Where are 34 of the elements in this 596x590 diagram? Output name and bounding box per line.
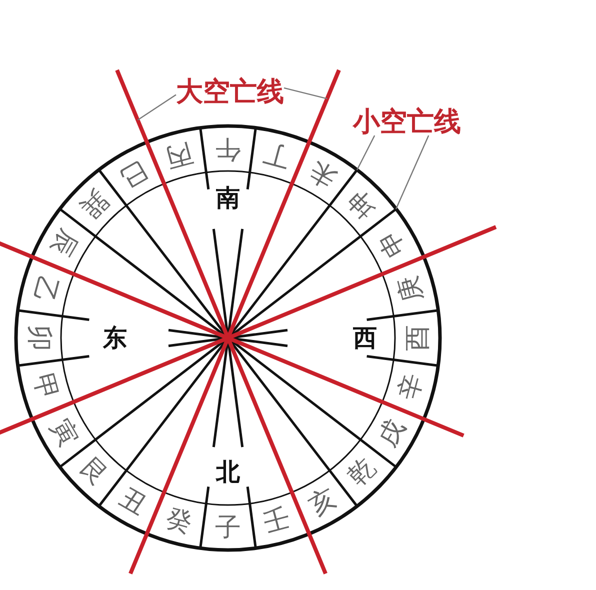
line-label: 小空亡线 — [353, 108, 461, 136]
mountain-label: 申 — [374, 226, 410, 261]
mountain-label: 寅 — [46, 415, 82, 450]
mountain-label: 巽 — [76, 186, 112, 222]
leader-line — [356, 135, 376, 170]
mountain-label: 未 — [305, 156, 340, 192]
leader-line — [137, 94, 176, 120]
mountain-label: 艮 — [76, 454, 112, 490]
mountain-label: 辛 — [395, 371, 427, 403]
direction-label: 东 — [103, 326, 127, 350]
mountain-label: 坤 — [344, 186, 380, 222]
mountain-label: 戌 — [374, 415, 410, 450]
mountain-label: 甲 — [29, 371, 61, 403]
leader-line — [395, 135, 430, 210]
direction-label: 西 — [353, 326, 377, 350]
mountain-label: 巳 — [116, 156, 151, 192]
direction-label: 北 — [216, 460, 240, 484]
mountain-label: 丁 — [261, 139, 293, 171]
mountain-label: 亥 — [305, 484, 340, 520]
mountain-label: 乙 — [29, 273, 61, 305]
line-label: 大空亡线 — [176, 78, 284, 106]
mountain-label: 卯 — [26, 325, 52, 351]
mountain-label: 子 — [215, 514, 241, 540]
mountain-label: 丑 — [116, 484, 151, 520]
direction-label: 南 — [216, 186, 240, 210]
mountain-label: 午 — [215, 136, 241, 162]
mountain-label: 乾 — [344, 454, 380, 490]
mountain-label: 酉 — [404, 325, 430, 351]
leader-line — [284, 87, 328, 100]
mountain-label: 辰 — [46, 226, 82, 261]
mountain-label: 壬 — [261, 505, 293, 537]
mountain-label: 庚 — [395, 273, 427, 305]
mountain-label: 癸 — [163, 505, 195, 537]
mountain-label: 丙 — [163, 139, 195, 171]
